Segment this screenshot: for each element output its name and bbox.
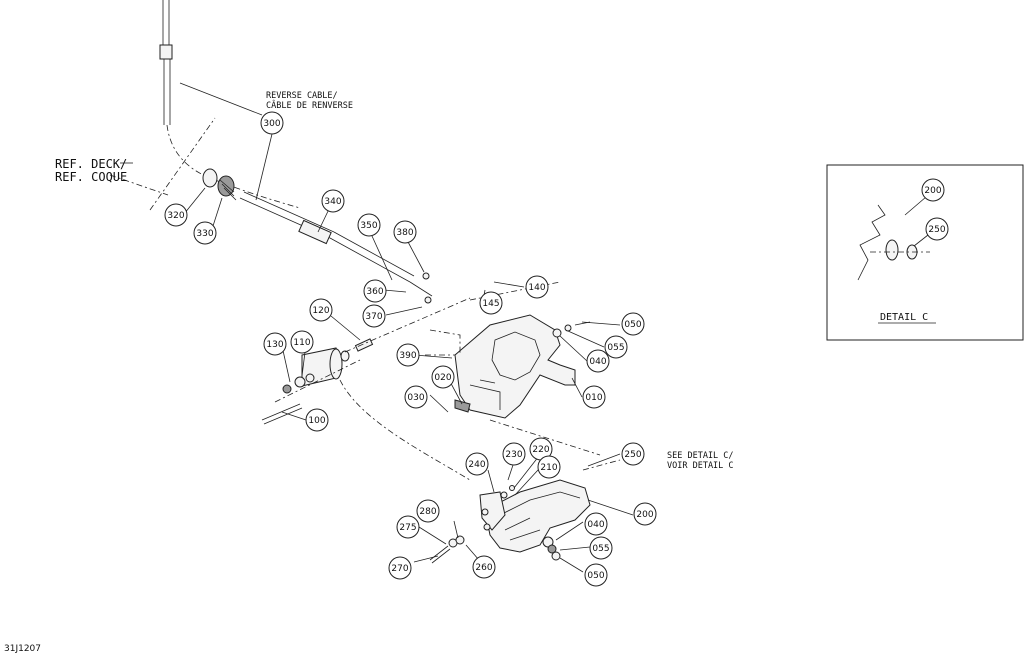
- svg-text:055: 055: [607, 343, 624, 353]
- svg-text:300: 300: [263, 119, 280, 129]
- detail-c-title: DETAIL C: [880, 312, 928, 323]
- svg-text:260: 260: [475, 563, 492, 573]
- lever-assembly: [261, 297, 471, 481]
- svg-text:230: 230: [505, 450, 522, 460]
- callout-200-detail: 200: [921, 178, 945, 202]
- housing-200: [429, 459, 621, 564]
- svg-text:130: 130: [266, 340, 283, 350]
- see-detail-label-en: SEE DETAIL C/: [667, 451, 734, 461]
- svg-text:330: 330: [196, 229, 213, 239]
- callout-250-detail: 250: [925, 217, 949, 241]
- svg-text:270: 270: [391, 564, 408, 574]
- callout-270: 270: [388, 556, 412, 580]
- svg-text:340: 340: [324, 197, 341, 207]
- callout-260: 260: [472, 555, 496, 579]
- reverse-cable: [109, 0, 433, 304]
- callout-100: 100: [305, 408, 329, 432]
- callout-275: 275: [396, 515, 420, 539]
- svg-text:010: 010: [585, 393, 602, 403]
- svg-text:250: 250: [928, 225, 945, 235]
- svg-text:100: 100: [308, 416, 325, 426]
- svg-text:320: 320: [167, 211, 184, 221]
- svg-text:275: 275: [399, 523, 416, 533]
- reverse-cable-label-fr: CÂBLE DE RENVERSE: [266, 99, 353, 111]
- callout-040b: 040: [584, 512, 608, 536]
- svg-text:020: 020: [434, 373, 451, 383]
- callout-055b: 055: [589, 536, 613, 560]
- callout-020: 020: [431, 365, 455, 389]
- svg-text:145: 145: [482, 299, 499, 309]
- callout-050b: 050: [584, 563, 608, 587]
- svg-text:360: 360: [366, 287, 383, 297]
- svg-text:220: 220: [532, 445, 549, 455]
- svg-text:210: 210: [540, 463, 557, 473]
- ref-coque-label: REF. COQUE: [55, 170, 127, 184]
- svg-text:110: 110: [293, 338, 310, 348]
- drawing-code: 31J1207: [4, 644, 41, 654]
- callout-110: 110: [290, 330, 314, 354]
- svg-text:040: 040: [589, 357, 606, 367]
- svg-text:120: 120: [312, 306, 329, 316]
- callout-280: 280: [416, 499, 440, 523]
- svg-text:140: 140: [528, 283, 545, 293]
- callout-055a: 055: [604, 335, 628, 359]
- svg-text:240: 240: [468, 460, 485, 470]
- leader-lines: [183, 187, 634, 573]
- callout-230: 230: [502, 442, 526, 466]
- callout-340: 340: [321, 189, 345, 213]
- callout-010: 010: [582, 385, 606, 409]
- callout-130: 130: [263, 332, 287, 356]
- callout-350: 350: [357, 213, 381, 237]
- callout-320: 320: [164, 203, 188, 227]
- callout-030: 030: [404, 385, 428, 409]
- bracket-010: [425, 281, 601, 456]
- svg-text:050: 050: [587, 571, 604, 581]
- callout-050a: 050: [621, 312, 645, 336]
- callout-390: 390: [396, 343, 420, 367]
- svg-text:050: 050: [624, 320, 641, 330]
- callout-360: 360: [363, 279, 387, 303]
- callout-370: 370: [362, 304, 386, 328]
- ref-deck-label: REF. DECK/: [55, 157, 127, 171]
- callout-120: 120: [309, 298, 333, 322]
- callout-300: 300: [260, 111, 284, 135]
- svg-text:390: 390: [399, 351, 416, 361]
- callout-250: 250: [621, 442, 645, 466]
- callout-210: 210: [537, 455, 561, 479]
- callout-330: 330: [193, 221, 217, 245]
- callout-240: 240: [465, 452, 489, 476]
- callout-040a: 040: [586, 349, 610, 373]
- svg-text:380: 380: [396, 228, 413, 238]
- see-detail-label-fr: VOIR DETAIL C: [667, 461, 734, 471]
- svg-text:370: 370: [365, 312, 382, 322]
- svg-text:040: 040: [587, 520, 604, 530]
- reverse-cable-label-en: REVERSE CABLE/: [266, 91, 338, 101]
- svg-text:200: 200: [924, 186, 941, 196]
- callout-200: 200: [633, 502, 657, 526]
- callout-380: 380: [393, 220, 417, 244]
- svg-text:200: 200: [636, 510, 653, 520]
- svg-text:030: 030: [407, 393, 424, 403]
- svg-text:250: 250: [624, 450, 641, 460]
- svg-text:350: 350: [360, 221, 377, 231]
- callouts: 300 320 330 340 350 380 360 370 140 145 …: [164, 111, 949, 587]
- svg-text:280: 280: [419, 507, 436, 517]
- callout-145: 145: [479, 291, 503, 315]
- callout-140: 140: [525, 275, 549, 299]
- svg-text:055: 055: [592, 544, 609, 554]
